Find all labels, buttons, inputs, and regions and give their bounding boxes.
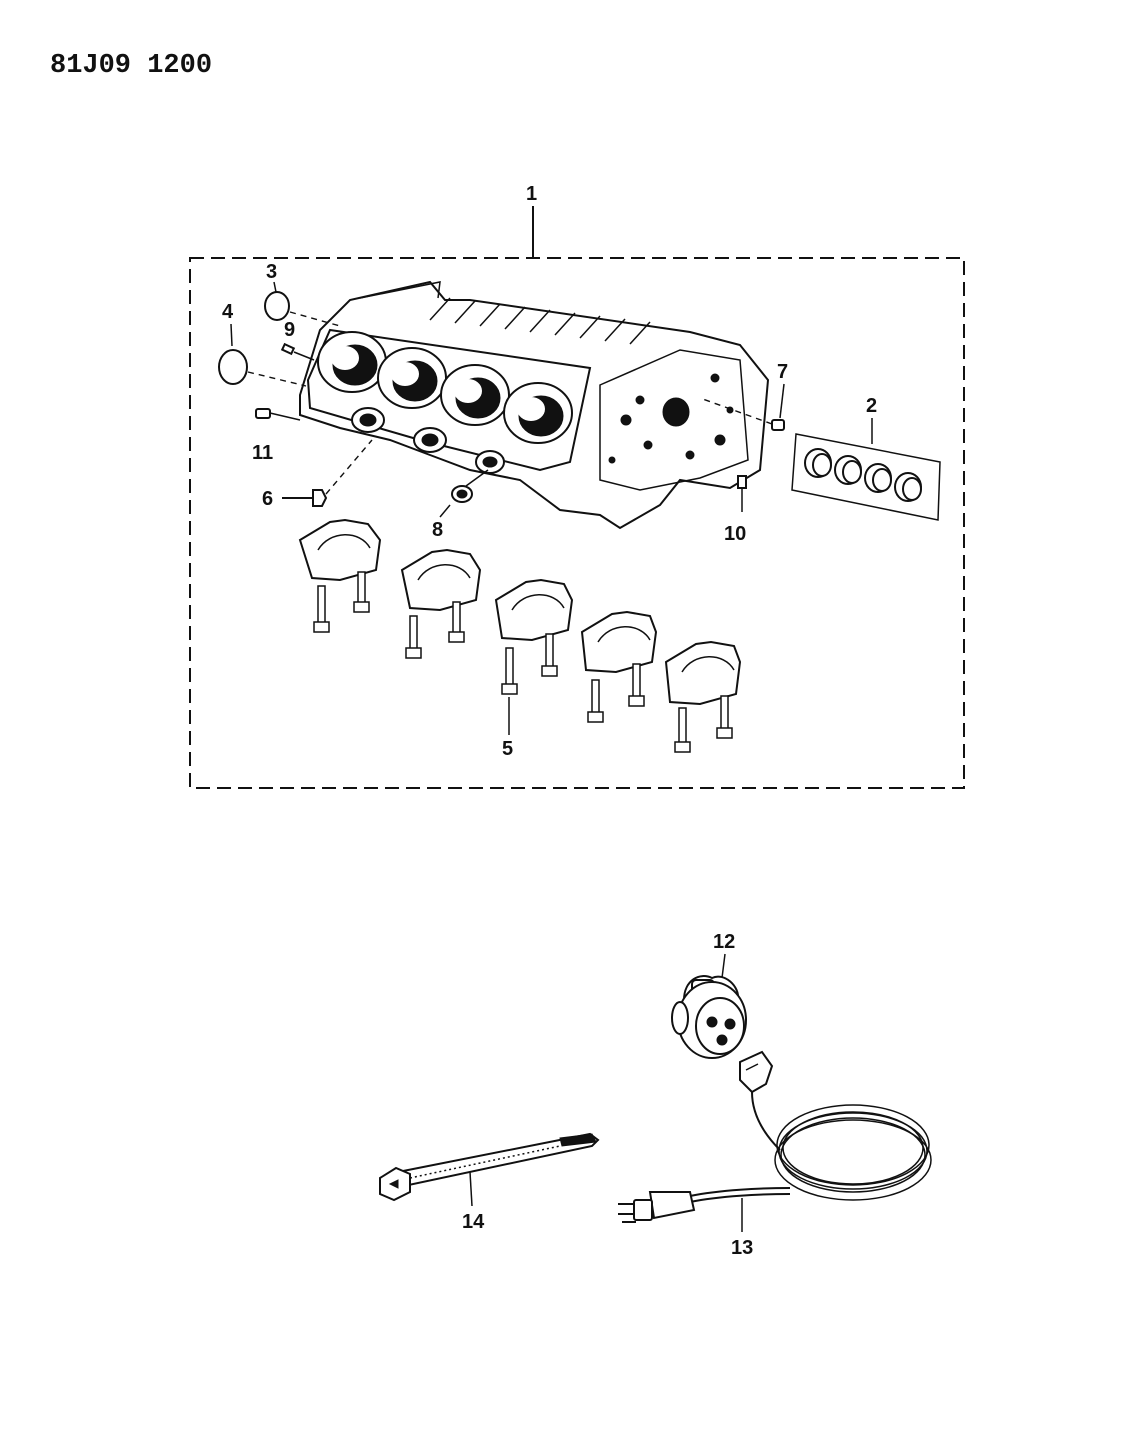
heater-cord: 13 [618,1050,932,1259]
callout-11: 11 [252,442,273,464]
cam-bearing-box [791,433,941,521]
callout-8: 8 [432,519,443,541]
callout-13: 13 [731,1237,753,1259]
block-side-bosses [351,407,505,474]
plug-6 [312,489,328,507]
cord-plug [648,1191,696,1220]
callout-group-6: 6 [262,439,373,510]
callout-2: 2 [866,395,877,417]
main-bearing-caps [298,518,742,706]
callout-group-9: 9 [280,319,315,361]
engine-block-kit-group: 1 [189,183,965,789]
expansion-plug-small [264,291,290,321]
cam-bearings [804,448,922,502]
callout-6: 6 [262,488,273,510]
plug-prongs [618,1203,636,1223]
callout-group-10: 10 [724,475,747,545]
cylinder-bores [317,331,573,444]
callout-5: 5 [502,738,513,760]
block-valley-ribs [359,281,651,345]
callout-group-11: 11 [252,408,301,464]
main-bearing-bolts [313,571,733,753]
dowel-pin-9 [280,342,296,356]
callout-group-2: 2 [791,395,941,521]
callout-group-5: 5 [502,697,513,760]
cable-tie: 14 [379,1132,600,1233]
engine-block [299,280,770,530]
callout-1: 1 [526,183,537,205]
cord-connector [739,1050,774,1094]
diagram-code: 81J09 1200 [50,51,212,81]
callout-9: 9 [284,319,295,341]
callout-10: 10 [724,523,746,545]
callout-group-8: 8 [432,469,489,541]
callout-12: 12 [713,931,735,953]
callout-group-7: 7 [699,361,788,431]
block-front-face [599,349,749,491]
callout-14: 14 [462,1211,485,1233]
callout-7: 7 [777,361,788,383]
callout-4: 4 [222,301,234,323]
block-heater: 12 [671,931,747,1059]
pin-10 [737,475,747,489]
kit-dashed-border [189,257,965,789]
callout-3: 3 [266,261,277,283]
plug-7 [771,419,785,431]
dowel-pin-11 [255,408,271,419]
callout-group-4: 4 [218,301,307,387]
cord-coils [774,1104,932,1201]
callout-group-3: 3 [264,261,341,327]
expansion-plug-large [218,349,248,385]
